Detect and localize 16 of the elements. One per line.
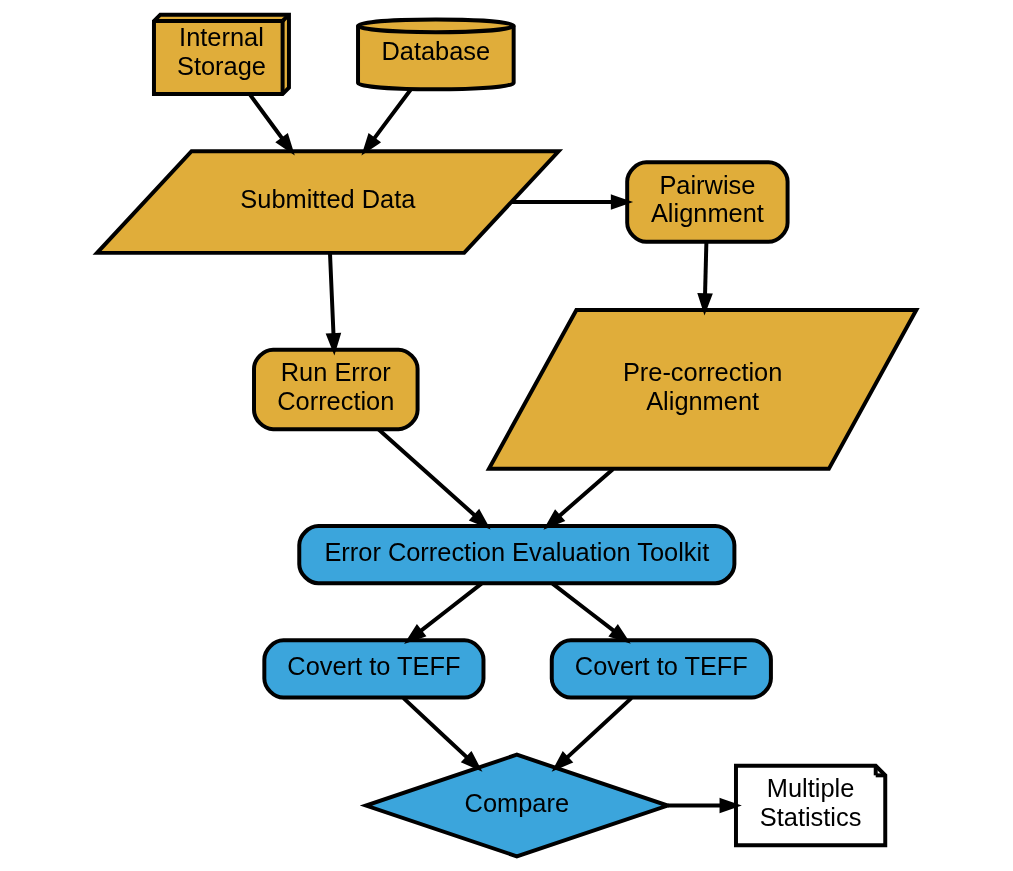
arrow — [247, 93, 295, 156]
node-box: Pairwise Alignment — [624, 160, 790, 244]
arrow — [551, 696, 633, 772]
node-box: Covert to TEFF — [261, 638, 485, 700]
arrow — [325, 252, 341, 356]
arrow — [511, 194, 633, 210]
node-box: Covert to TEFF — [549, 638, 773, 700]
arrow — [550, 582, 631, 644]
arrow — [360, 88, 412, 156]
arrow — [401, 696, 482, 772]
arrow — [696, 241, 713, 316]
arrow — [403, 582, 483, 644]
arrow — [542, 467, 614, 530]
arrow — [667, 797, 742, 814]
node-box: Run Error Correction — [251, 347, 420, 432]
node-box: Error Correction Evaluation Toolkit — [296, 524, 736, 586]
